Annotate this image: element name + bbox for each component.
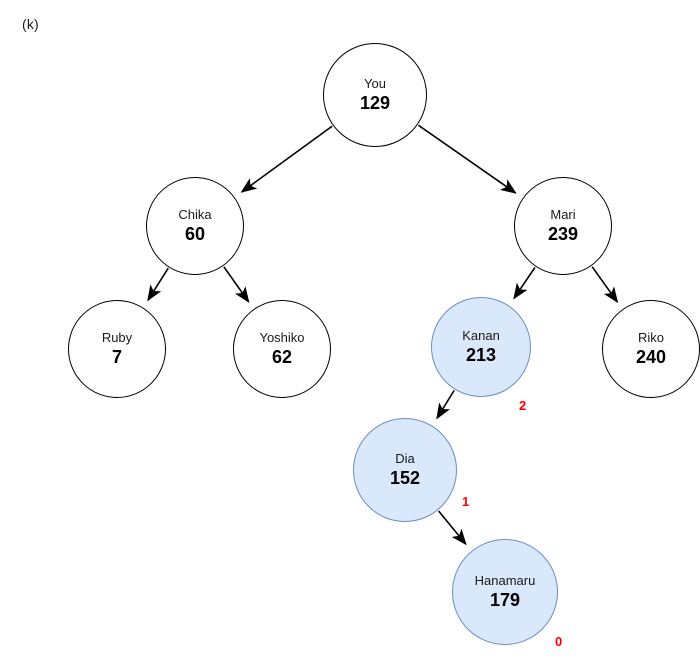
node-name-label: Hanamaru [474,573,536,589]
node-value-label: 129 [359,92,391,113]
node-name-label: Yoshiko [259,330,305,346]
node-name-label: You [364,76,386,92]
node-value-label: 239 [547,223,579,244]
tree-edge-chika-ruby [147,267,169,302]
node-value-label: 213 [465,344,497,365]
node-name-label: Chika [178,207,212,223]
tree-edge-you-chika [240,125,333,193]
node-value-label: 7 [111,346,122,367]
node-value-label: 152 [389,467,421,488]
node-value-label: 179 [489,589,521,610]
tree-edge-mari-riko [591,266,619,304]
node-name-label: Riko [637,330,664,346]
edge-annotation-dia: 1 [462,494,470,509]
node-value-label: 240 [635,346,667,367]
tree-edge-mari-kanan [513,266,536,300]
tree-edge-chika-yoshiko [223,266,250,303]
tree-edge-kanan-dia [436,389,455,420]
node-name-label: Mari [550,207,576,223]
node-value-label: 60 [184,223,206,244]
edge-annotation-kanan: 2 [519,398,527,413]
edge-annotation-hanamaru: 0 [555,634,563,649]
node-name-label: Ruby [101,330,133,346]
tree-edge-you-mari [418,124,517,194]
node-name-label: Kanan [462,328,500,344]
node-name-label: Dia [395,451,415,467]
node-value-label: 62 [271,346,293,367]
tree-edge-dia-hanamaru [437,510,467,546]
panel-label: (k) [22,16,39,32]
